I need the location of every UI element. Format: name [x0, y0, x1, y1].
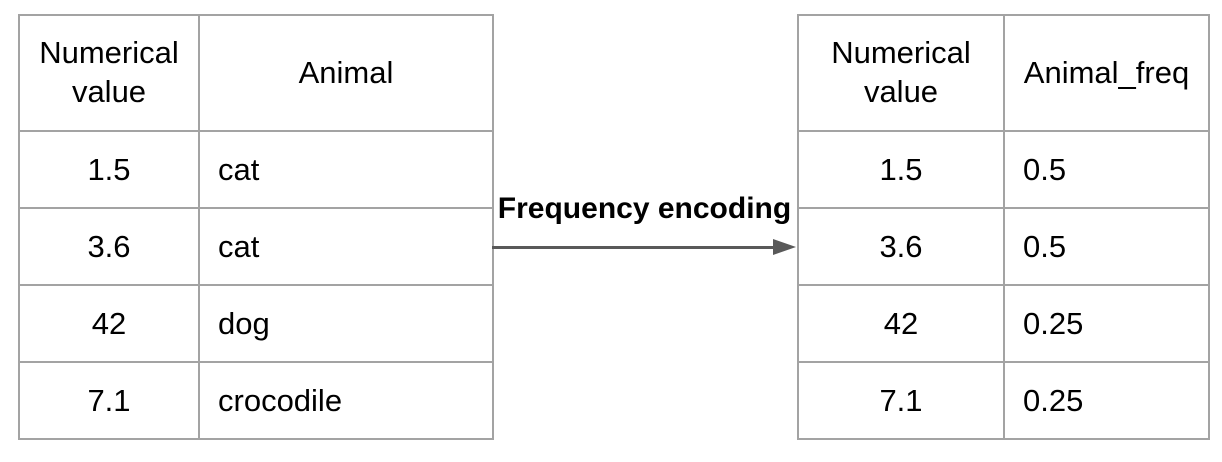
encoded-table: Numerical value Animal_freq 1.5 0.5 3.6 … [797, 14, 1210, 440]
input-table-header-row: Numerical value Animal [18, 14, 494, 132]
table-row: 3.6 0.5 [797, 207, 1210, 286]
table-row: 7.1 0.25 [797, 361, 1210, 440]
table-row: 3.6 cat [18, 207, 494, 286]
input-cell-animal: dog [198, 284, 494, 363]
input-cell-numerical: 7.1 [18, 361, 200, 440]
table-row: 1.5 0.5 [797, 130, 1210, 209]
encoded-cell-freq: 0.5 [1003, 207, 1210, 286]
input-cell-numerical: 3.6 [18, 207, 200, 286]
frequency-encoding-label: Frequency encoding [497, 192, 792, 225]
encoded-cell-numerical: 1.5 [797, 130, 1005, 209]
input-cell-animal: cat [198, 130, 494, 209]
arrow-line [492, 246, 774, 249]
table-row: 42 dog [18, 284, 494, 363]
table-row: 1.5 cat [18, 130, 494, 209]
encoded-header-numerical-value: Numerical value [797, 14, 1005, 132]
encoded-cell-numerical: 3.6 [797, 207, 1005, 286]
encoded-cell-freq: 0.5 [1003, 130, 1210, 209]
input-cell-numerical: 42 [18, 284, 200, 363]
input-header-animal: Animal [198, 14, 494, 132]
input-cell-animal: crocodile [198, 361, 494, 440]
encoded-header-animal-freq: Animal_freq [1003, 14, 1210, 132]
table-row: 42 0.25 [797, 284, 1210, 363]
arrow-head-icon [773, 239, 796, 255]
input-table: Numerical value Animal 1.5 cat 3.6 cat 4… [18, 14, 494, 440]
input-cell-animal: cat [198, 207, 494, 286]
input-cell-numerical: 1.5 [18, 130, 200, 209]
encoded-cell-numerical: 42 [797, 284, 1005, 363]
encoded-table-header-row: Numerical value Animal_freq [797, 14, 1210, 132]
table-row: 7.1 crocodile [18, 361, 494, 440]
encoded-cell-freq: 0.25 [1003, 284, 1210, 363]
encoded-cell-numerical: 7.1 [797, 361, 1005, 440]
input-header-numerical-value: Numerical value [18, 14, 200, 132]
encoded-cell-freq: 0.25 [1003, 361, 1210, 440]
